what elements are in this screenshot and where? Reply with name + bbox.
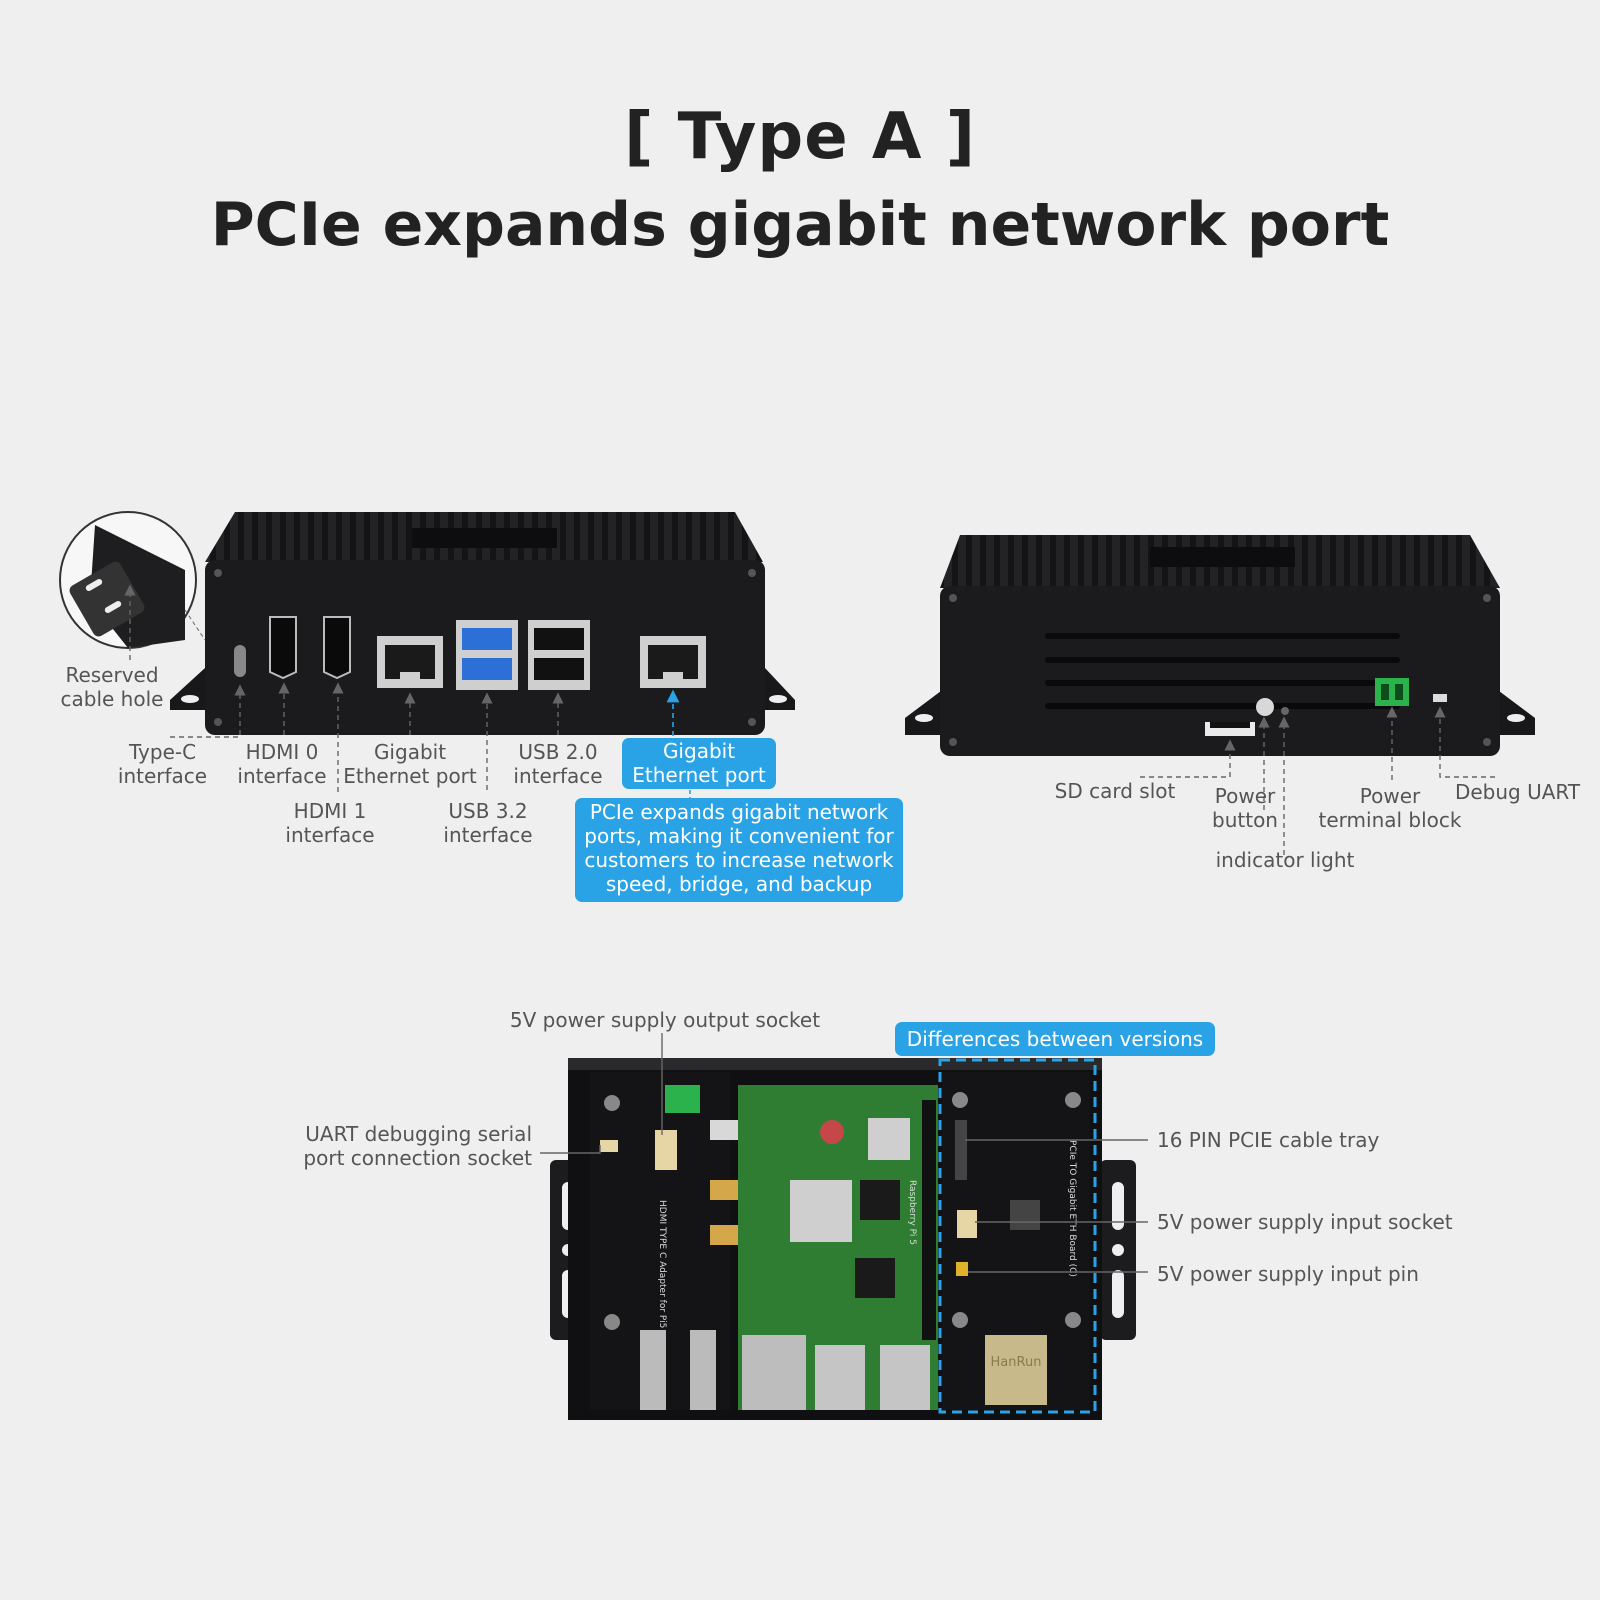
- typec-port: [234, 645, 246, 677]
- callout-pcie-note: PCIe expands gigabit network ports, maki…: [575, 798, 903, 902]
- front-case: [170, 512, 795, 735]
- raspberry-pi-label: Raspberry Pi 5: [907, 1180, 917, 1245]
- top-leaders: [540, 1033, 1148, 1273]
- label-uart-socket: UART debugging serial port connection so…: [303, 1122, 532, 1170]
- pcie-board-label: PCIe TO Gigabit ETH Board (C): [1067, 1140, 1077, 1277]
- rear-case: [905, 535, 1535, 756]
- label-indicator-light: indicator light: [1215, 848, 1355, 872]
- rear-leaders: [1140, 706, 1495, 855]
- label-5v-output-socket: 5V power supply output socket: [509, 1008, 821, 1032]
- rj45-brand: HanRun: [991, 1355, 1042, 1370]
- label-5v-input-socket: 5V power supply input socket: [1157, 1210, 1453, 1234]
- callout-pcie-gigabit: Gigabit Ethernet port: [622, 738, 776, 789]
- type-title: [ Type A ]: [624, 100, 976, 174]
- open-case: HDMI TYPE C Adapter for Pi5 Raspberry Pi…: [550, 1058, 1136, 1420]
- label-5v-input-pin: 5V power supply input pin: [1157, 1262, 1419, 1286]
- adapter-board-label: HDMI TYPE C Adapter for Pi5: [657, 1200, 667, 1328]
- label-usb32: USB 3.2 interface: [443, 799, 533, 847]
- label-debug-uart: Debug UART: [1454, 780, 1581, 804]
- label-hdmi1: HDMI 1 interface: [285, 799, 375, 847]
- label-hdmi0: HDMI 0 interface: [237, 740, 327, 788]
- zoom-inset: [59, 511, 206, 649]
- page-headline: PCIe expands gigabit network port: [210, 190, 1390, 260]
- label-reserved-cable-hole: Reserved cable hole: [60, 663, 164, 711]
- label-power-terminal: Power terminal block: [1318, 784, 1462, 832]
- label-usb20: USB 2.0 interface: [513, 740, 603, 788]
- label-power-button: Power button: [1212, 784, 1278, 832]
- label-sd-card: SD card slot: [1054, 779, 1176, 803]
- label-gigabit-ethernet: Gigabit Ethernet port: [343, 740, 477, 788]
- label-pcie-cable-tray: 16 PIN PCIE cable tray: [1157, 1128, 1380, 1152]
- label-typec: Type-C interface: [117, 740, 208, 788]
- callout-differences: Differences between versions: [895, 1022, 1215, 1056]
- front-leaders: [124, 584, 564, 792]
